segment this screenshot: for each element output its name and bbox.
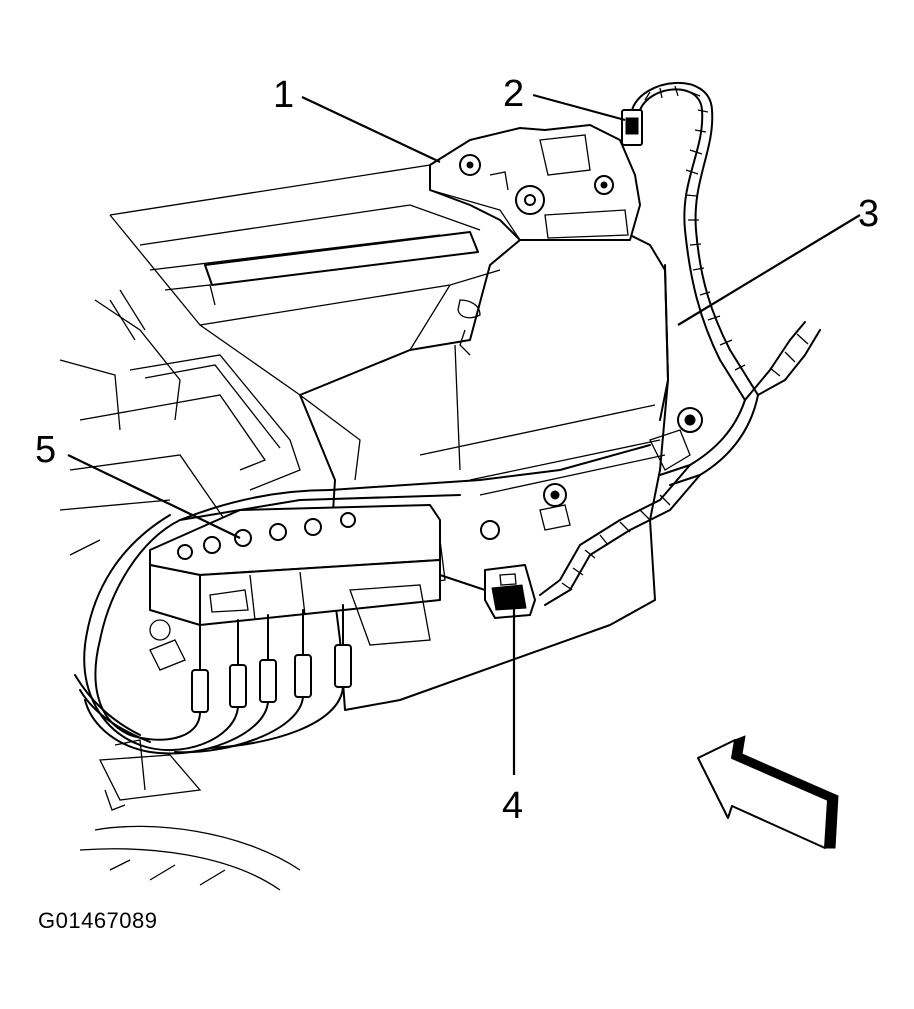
direction-arrow [697, 735, 839, 849]
mode-actuator [429, 124, 641, 241]
callout-5: 5 [35, 429, 56, 471]
blower-resistor-block [149, 504, 441, 646]
actuator-connector [621, 109, 643, 146]
leader-3 [677, 214, 861, 326]
leader-1 [301, 96, 441, 163]
leader-2 [532, 93, 626, 122]
wiring-harness [539, 82, 821, 606]
leader-lines [67, 93, 861, 775]
leader-5 [67, 454, 241, 539]
dash-panel-background [59, 164, 601, 556]
lower-bracket [79, 619, 301, 891]
hvac-module-housing [299, 229, 669, 711]
mounting-bolts [480, 407, 703, 540]
callout-3: 3 [858, 193, 879, 235]
terminal-wires [74, 444, 651, 755]
resistor-terminals [191, 604, 352, 713]
figure-id: G01467089 [38, 908, 158, 933]
callout-2: 2 [503, 73, 524, 115]
callout-1: 1 [273, 74, 294, 116]
callout-4: 4 [502, 785, 523, 827]
